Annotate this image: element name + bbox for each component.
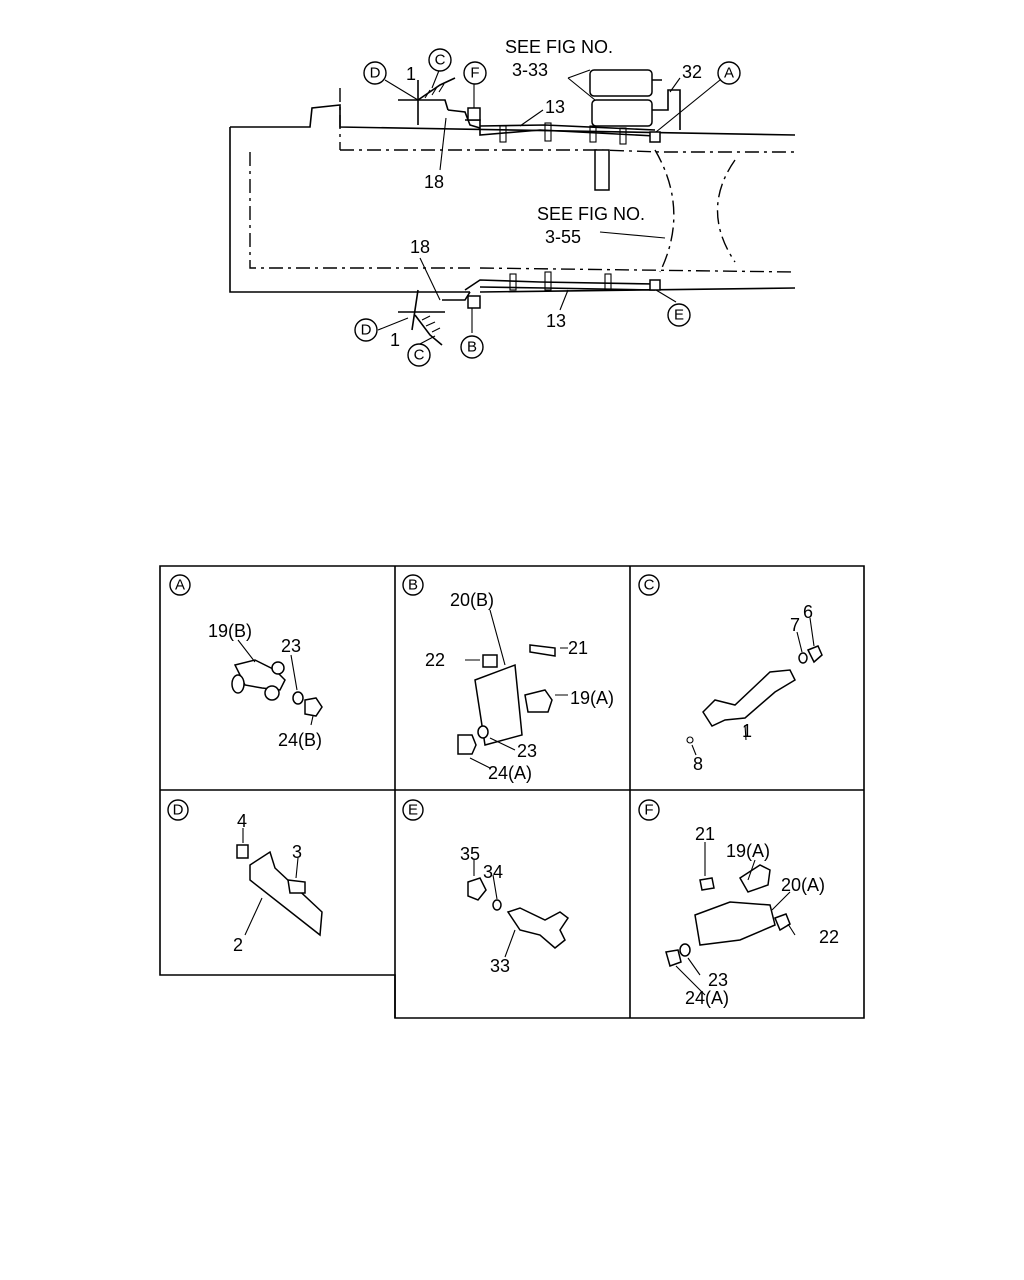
panel-e-label-35: 35 (460, 844, 480, 864)
panel-d-label-4: 4 (237, 811, 247, 831)
callout-a-upper: A (724, 65, 734, 82)
part-13-upper: 13 (545, 97, 565, 117)
callout-d-upper: D (370, 65, 381, 82)
callout-c-upper: C (435, 52, 446, 69)
panel-d-label-2: 2 (233, 935, 243, 955)
panel-e-label-34: 34 (483, 862, 503, 882)
panel-c-label-8: 8 (693, 754, 703, 774)
part-13-lower: 13 (546, 311, 566, 331)
panel-d-id: D (173, 802, 184, 819)
panel-b-label-21: 21 (568, 638, 588, 658)
callout-f-upper: F (470, 65, 479, 82)
panel-c-id: C (644, 577, 655, 594)
panel-f-label-20a: 20(A) (781, 875, 825, 895)
detail-panel-a: A 19(B) 23 24(B) (169, 574, 323, 750)
panel-f-label-24a: 24(A) (685, 988, 729, 1008)
panel-b-label-22: 22 (425, 650, 445, 670)
detail-panel-d: D 4 3 2 (167, 799, 323, 955)
panel-e-label-33: 33 (490, 956, 510, 976)
panel-b-label-19a: 19(A) (570, 688, 614, 708)
detail-panels-grid: A 19(B) 23 24(B) B 20(B) 21 22 (159, 565, 865, 1019)
callout-e-lower: E (674, 307, 684, 324)
panel-c-label-7: 7 (790, 615, 800, 635)
panel-a-label-24b: 24(B) (278, 730, 322, 750)
panel-a-label-19b: 19(B) (208, 621, 252, 641)
panel-f-label-19a: 19(A) (726, 841, 770, 861)
callout-d-lower: D (361, 322, 372, 339)
part-18-lower: 18 (410, 237, 430, 257)
panel-f-id: F (644, 802, 653, 819)
callout-b-lower: B (467, 339, 477, 356)
panel-d-label-3: 3 (292, 842, 302, 862)
part-1-upper: 1 (406, 64, 416, 84)
panel-b-id: B (408, 577, 418, 594)
part-32: 32 (682, 62, 702, 82)
panel-b-label-24a: 24(A) (488, 763, 532, 783)
detail-panel-b: B 20(B) 21 22 19(A) 23 24(A) (402, 574, 614, 783)
see-fig-ref-1-line2: 3-33 (512, 60, 548, 80)
part-1-lower: 1 (390, 330, 400, 350)
panel-f-label-21: 21 (695, 824, 715, 844)
panel-c-label-1: 1 (742, 721, 752, 741)
panel-e-id: E (408, 802, 418, 819)
detail-panel-e: E 35 34 33 (402, 799, 570, 976)
detail-panel-c: C 7 6 1 8 (638, 574, 823, 774)
see-fig-ref-2-line1: SEE FIG NO. (537, 204, 645, 224)
part-18-upper: 18 (424, 172, 444, 192)
panel-b-label-20b: 20(B) (450, 590, 494, 610)
panel-b-label-23: 23 (517, 741, 537, 761)
see-fig-ref-1-line1: SEE FIG NO. (505, 37, 613, 57)
panel-f-label-23: 23 (708, 970, 728, 990)
panel-a-id: A (175, 577, 185, 594)
detail-panel-f: F 21 19(A) 20(A) 22 23 24(A) (638, 799, 839, 1008)
panel-f-label-22: 22 (819, 927, 839, 947)
see-fig-ref-2-line2: 3-55 (545, 227, 581, 247)
panel-a-label-23: 23 (281, 636, 301, 656)
panel-c-label-6: 6 (803, 602, 813, 622)
callout-c-lower: C (414, 347, 425, 364)
chassis-piping-diagram: D C F A D C B E 1 13 18 32 18 13 1 SEE F… (229, 37, 796, 367)
